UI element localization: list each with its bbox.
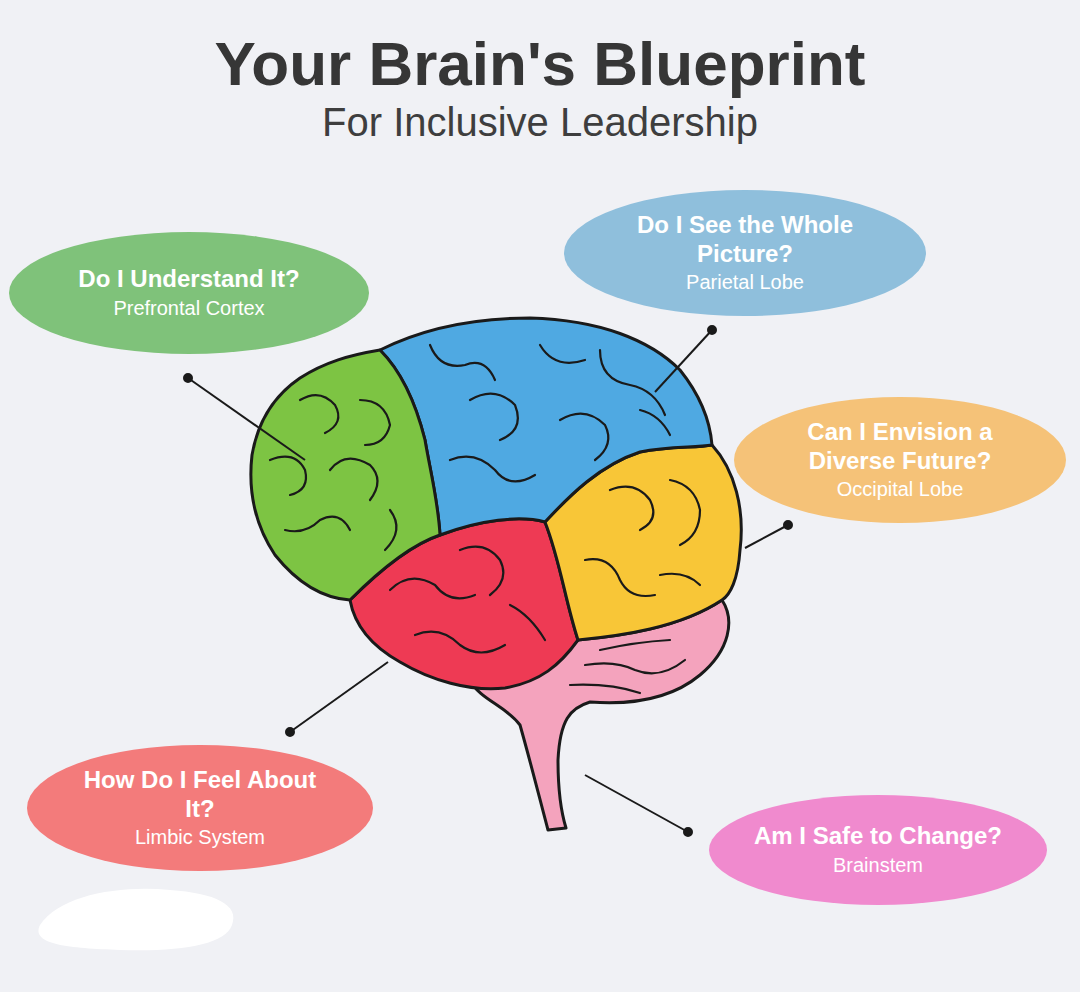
prefrontal-region [251,350,440,600]
diagram-title: Your Brain's Blueprint [0,28,1080,99]
callout-bubble: Do I Understand It?Prefrontal Cortex [9,232,369,354]
region-name: Limbic System [135,825,265,850]
callout-question: Do I Understand It? [78,265,299,294]
region-name: Parietal Lobe [686,270,804,295]
callout-bubble: Am I Safe to Change?Brainstem [709,795,1047,905]
region-name: Prefrontal Cortex [113,296,264,321]
callout-question: How Do I Feel About It? [71,766,329,824]
callout-bubble: Do I See the Whole Picture?Parietal Lobe [564,190,926,317]
callout-question: Can I Envision a Diverse Future? [778,418,1022,476]
region-name: Brainstem [833,853,923,878]
callout-question: Do I See the Whole Picture? [608,211,882,269]
white-smudge [38,889,233,951]
callout-question: Am I Safe to Change? [754,822,1002,851]
subtitle: For Inclusive Leadership [0,100,1080,145]
brain-folds [270,345,700,693]
callout-bubble: Can I Envision a Diverse Future?Occipita… [734,397,1066,524]
callout-bubble: How Do I Feel About It?Limbic System [27,745,373,872]
region-name: Occipital Lobe [837,477,964,502]
